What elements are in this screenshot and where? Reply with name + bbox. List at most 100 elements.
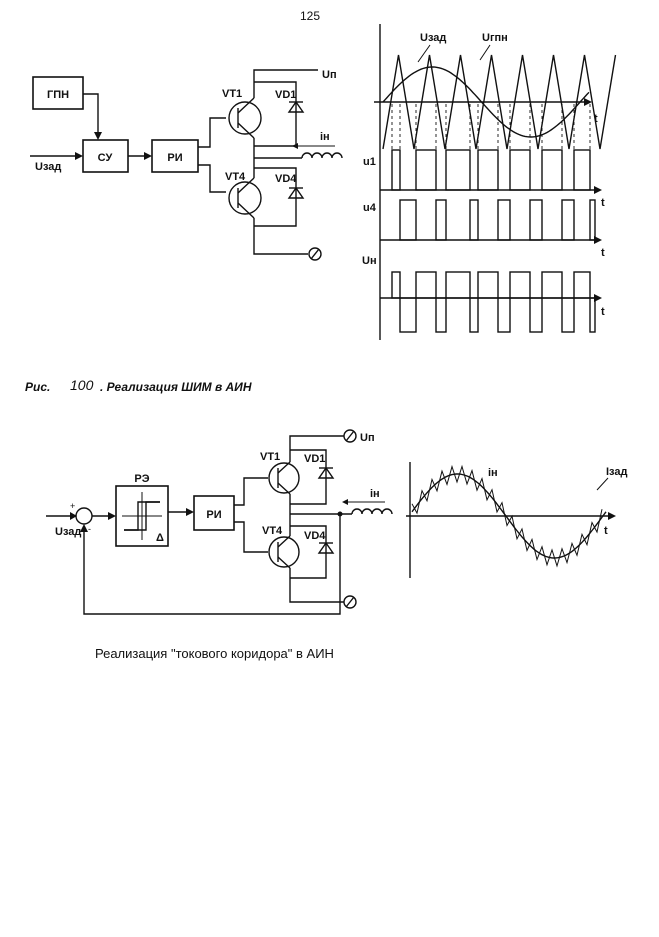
ri-to-vt4-wire — [234, 521, 268, 553]
pulse-u4 — [589, 199, 596, 241]
gpn-label: ГПН — [47, 89, 69, 101]
pulse-u4 — [435, 199, 447, 241]
pulse-un-neg — [435, 297, 447, 333]
minus-sign: - — [88, 524, 91, 534]
pulse-un-pos — [415, 271, 437, 299]
vd4-branch — [290, 525, 327, 579]
ri-to-vt1-wire — [234, 477, 268, 506]
pulse-un-pos — [541, 271, 563, 299]
load-inductor — [351, 508, 393, 515]
arrow-head — [75, 152, 83, 160]
ri-label: РИ — [206, 509, 221, 521]
figure-2-block-diagram: + - Uзад РЭ Δ РИ VT1 VT4 Uп — [46, 429, 393, 615]
arrow-head — [70, 512, 77, 520]
axis-t-label: t — [594, 113, 598, 125]
su-block — [82, 139, 129, 173]
figure-2-caption: Реализация "токового коридора" в АИН — [95, 646, 334, 661]
arrow-head — [144, 152, 152, 160]
pulse-un-pos — [391, 271, 401, 299]
pulse-un-neg — [399, 297, 417, 333]
figure-1-block-diagram: ГПН СУ РИ Uзад VT1 VT4 Uп — [30, 69, 343, 261]
terminal — [310, 248, 320, 260]
figure-2-waveforms: t iн Iзад — [406, 462, 627, 578]
signal-u4-label: u4 — [363, 202, 377, 214]
supply-terminal — [345, 430, 355, 442]
re-label: РЭ — [134, 473, 149, 485]
leader-line — [596, 477, 609, 491]
axis-t-label: t — [601, 247, 605, 259]
input-label: Uзад — [55, 526, 81, 538]
ri-block — [193, 495, 235, 531]
pulse-u4 — [469, 199, 479, 241]
corridor-waveform-group — [411, 464, 607, 568]
vt4-emitter — [237, 202, 255, 219]
supply-rail — [289, 435, 344, 462]
vd1-diode — [317, 466, 335, 479]
signal-un-label: Uн — [362, 255, 377, 267]
pulse-u4 — [497, 199, 511, 241]
supply-rail — [253, 69, 318, 98]
arrow-head — [94, 132, 102, 140]
supply-label: Uп — [322, 69, 337, 81]
gpn-to-su-wire — [83, 93, 99, 138]
arrow-head — [292, 143, 298, 149]
arrow-head — [608, 512, 616, 520]
feedback-wire — [83, 514, 341, 615]
pulse-un-neg — [589, 297, 596, 333]
load-current-label: iн — [320, 131, 330, 143]
caption-text: . Реализация ШИМ в АИН — [100, 380, 252, 394]
vd1-branch — [290, 449, 327, 505]
vt4-label: VT4 — [225, 171, 246, 183]
arrow-head — [342, 499, 348, 505]
vd4-label: VD4 — [275, 173, 297, 185]
caption-prefix: Рис. — [25, 380, 50, 394]
vt4-label: VT4 — [262, 525, 283, 537]
su-label: СУ — [98, 152, 113, 164]
terminal — [308, 247, 322, 261]
vt4-emitter — [277, 556, 291, 569]
ref-signal-label: Uзад — [420, 32, 446, 44]
vd1-branch — [254, 81, 297, 147]
pulse-un-pos — [509, 271, 531, 299]
vt1-label: VT1 — [222, 88, 242, 100]
figure-1-caption: Рис. 100 . Реализация ШИМ в АИН — [25, 377, 252, 394]
pulse-un-neg — [469, 297, 479, 333]
vt4-collector — [277, 535, 291, 548]
arrow-head — [80, 524, 88, 532]
ri-to-vt1-wire — [198, 117, 226, 148]
pulse-u4 — [399, 199, 417, 241]
actual-current-label: iн — [488, 467, 498, 479]
pulse-rows — [380, 104, 602, 333]
arrow-head — [108, 512, 116, 520]
vt1-transistor — [268, 462, 300, 494]
pulse-un-neg — [529, 297, 543, 333]
ground-terminal — [345, 596, 355, 608]
lower-rail — [253, 218, 308, 255]
vd1-label: VD1 — [275, 89, 296, 101]
arrow-head — [584, 98, 592, 106]
pulse-un-neg — [561, 297, 575, 333]
vd1-diode — [287, 100, 305, 113]
carrier-signal-label: Uгпн — [482, 32, 508, 44]
ri-to-vt4-wire — [198, 164, 226, 193]
load-current-label: iн — [370, 488, 380, 500]
vt1-emitter — [237, 122, 255, 139]
plus-sign: + — [70, 501, 75, 511]
leader-line — [417, 44, 431, 63]
supply-label: Uп — [360, 432, 375, 444]
axis-t-label: t — [601, 197, 605, 209]
caption-number: 100 — [70, 377, 94, 393]
reference-sinusoid — [382, 66, 590, 138]
vt1-label: VT1 — [260, 451, 280, 463]
carrier-triangle — [382, 54, 617, 150]
signal-u1-label: u1 — [363, 156, 376, 168]
actual-current-zigzag — [411, 464, 603, 568]
arrow-head — [594, 186, 602, 194]
axis-t-label: t — [604, 525, 608, 537]
ground-terminal — [343, 595, 357, 609]
pwm-waveform-group — [382, 54, 617, 150]
vd4-branch — [254, 167, 297, 227]
pulse-un-pos — [445, 271, 471, 299]
